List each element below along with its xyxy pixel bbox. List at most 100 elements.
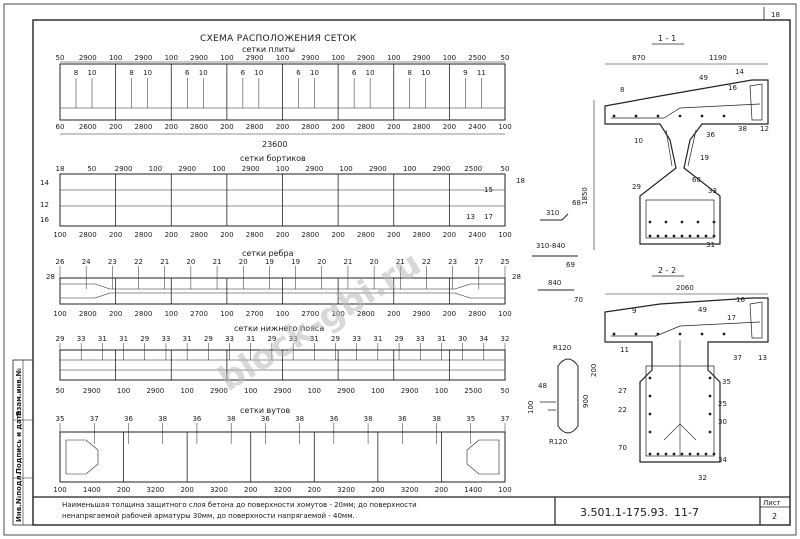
rib-panels bbox=[115, 278, 450, 304]
plate-top-dim-1: 2900 bbox=[79, 54, 97, 62]
plate-top-dim-8: 100 bbox=[276, 54, 289, 62]
plate-top-dim-13: 2900 bbox=[413, 54, 431, 62]
s2-mark-25: 25 bbox=[718, 400, 727, 408]
loop-radius-top: R120 bbox=[553, 344, 571, 352]
sides-left-mark-14: 14 bbox=[40, 179, 49, 187]
haunches-title: сетки вутов bbox=[240, 406, 291, 415]
sides-top-dim-0: 18 bbox=[56, 165, 65, 173]
sides-right-mark-18: 18 bbox=[516, 177, 525, 185]
plate-bottom-dim-0: 60 bbox=[56, 123, 65, 131]
scheme-title: СХЕМА РАСПОЛОЖЕНИЯ СЕТОК bbox=[200, 34, 357, 44]
s1-mark-14: 14 bbox=[735, 68, 744, 76]
sides-top-dim-9: 100 bbox=[339, 165, 352, 173]
sides-bottom-dim-9: 2800 bbox=[301, 231, 319, 239]
section-1-dim-1850: 1850 bbox=[581, 187, 589, 205]
rib-top-mark-10: 20 bbox=[317, 258, 326, 266]
belt-bottom-dim-11: 2900 bbox=[401, 387, 419, 395]
haunch-outline bbox=[59, 431, 506, 483]
s2-mark-27: 27 bbox=[618, 387, 627, 395]
loop-shape bbox=[557, 358, 579, 434]
rib-top-mark-6: 21 bbox=[213, 258, 222, 266]
haunch-top-mark-7: 38 bbox=[295, 415, 304, 423]
haunch-bottom-dim-4: 200 bbox=[180, 486, 193, 494]
belt-top-mark-14: 33 bbox=[352, 335, 361, 343]
sides-top-dim-12: 2900 bbox=[433, 165, 451, 173]
sides-right-mark-17: 17 bbox=[484, 213, 493, 221]
rib-top-mark-15: 23 bbox=[448, 258, 457, 266]
loop-dim-100: 100 bbox=[527, 401, 535, 414]
sides-bottom-dim-14: 200 bbox=[443, 231, 456, 239]
haunch-bottom-dim-11: 3200 bbox=[401, 486, 419, 494]
note-line-2: ненапрягаемой рабочей арматуры 30мм, до … bbox=[62, 512, 355, 520]
plate-mark-9: 10 bbox=[310, 69, 319, 77]
rib-bottom-dim-4: 100 bbox=[165, 310, 178, 318]
sides-top-dim-8: 2900 bbox=[305, 165, 323, 173]
belt-bottom-dim-12: 100 bbox=[435, 387, 448, 395]
loop-dim-200: 200 bbox=[590, 364, 598, 377]
belt-panels bbox=[115, 350, 450, 380]
s2-bar-17 bbox=[612, 332, 616, 336]
rib-top-mark-14: 22 bbox=[422, 258, 431, 266]
s2-bar-5 bbox=[688, 452, 692, 456]
sides-top-dim-1: 50 bbox=[87, 165, 96, 173]
s1-mark-36: 36 bbox=[706, 131, 715, 139]
s1-mark-33: 33 bbox=[708, 187, 717, 195]
belt-top-mark-6: 31 bbox=[183, 335, 192, 343]
belt-bottom-dim-0: 50 bbox=[56, 387, 65, 395]
s1-bar-11 bbox=[680, 220, 684, 224]
belt-top-mark-9: 31 bbox=[246, 335, 255, 343]
bottom-belt-title: сетки нижнего пояса bbox=[234, 324, 324, 333]
s1-bar-12 bbox=[696, 220, 700, 224]
plate-top-dim-14: 100 bbox=[443, 54, 456, 62]
sides-bottom-dim-10: 200 bbox=[331, 231, 344, 239]
s1-bar-9 bbox=[648, 220, 652, 224]
rib-top-mark-16: 27 bbox=[474, 258, 483, 266]
sides-top-dim-6: 2900 bbox=[242, 165, 260, 173]
section-1-1: 1 - 1 870 1190 1850 49 14 16 8 38 12 10 … bbox=[581, 34, 769, 250]
sides-top-dim-14: 50 bbox=[501, 165, 510, 173]
sheet-number: 2 bbox=[772, 512, 777, 521]
sides-bottom-dim-13: 2800 bbox=[413, 231, 431, 239]
plate-total-length: 23600 bbox=[262, 140, 287, 149]
belt-bottom-dim-8: 100 bbox=[308, 387, 321, 395]
belt-bottom-dim-9: 2900 bbox=[337, 387, 355, 395]
haunch-bottom-dim-6: 200 bbox=[244, 486, 257, 494]
s2-mark-70: 70 bbox=[618, 444, 627, 452]
sides-bottom-dim-0: 100 bbox=[53, 231, 66, 239]
s1-bar-6 bbox=[696, 234, 700, 238]
belt-bottom-dim-2: 100 bbox=[117, 387, 130, 395]
s2-mark-35: 35 bbox=[722, 378, 731, 386]
section-2-dim-2060: 2060 bbox=[676, 284, 694, 292]
belt-top-mark-21: 32 bbox=[501, 335, 510, 343]
belt-bottom-dim-10: 100 bbox=[371, 387, 384, 395]
belt-top-mark-13: 29 bbox=[331, 335, 340, 343]
haunch-bottom-dim-14: 100 bbox=[498, 486, 511, 494]
plate-mark-13: 10 bbox=[421, 69, 430, 77]
rib-title: сетки ребра bbox=[242, 249, 294, 258]
s1-mark-49: 49 bbox=[699, 74, 708, 82]
s1-mark-10: 10 bbox=[634, 137, 643, 145]
s2-bar-6 bbox=[696, 452, 700, 456]
haunch-bottom-dim-3: 3200 bbox=[146, 486, 164, 494]
plate-bottom-dim-8: 200 bbox=[276, 123, 289, 131]
rib-end-mark-left: 28 bbox=[46, 273, 55, 281]
plate-top-dim-11: 2900 bbox=[357, 54, 375, 62]
s1-mark-31: 31 bbox=[706, 241, 715, 249]
detail-70-mark: 70 bbox=[574, 296, 583, 304]
sides-bottom-dim-3: 2800 bbox=[135, 231, 153, 239]
haunch-top-mark-0: 35 bbox=[56, 415, 65, 423]
haunch-top-mark-4: 36 bbox=[192, 415, 201, 423]
sides-right-mark-13: 13 bbox=[466, 213, 475, 221]
plate-bottom-dim-15: 2400 bbox=[468, 123, 486, 131]
s2-bar-0 bbox=[648, 452, 652, 456]
sides-bottom-dim-8: 200 bbox=[276, 231, 289, 239]
belt-top-mark-11: 33 bbox=[289, 335, 298, 343]
s2-mark-22: 22 bbox=[618, 406, 627, 414]
plate-bottom-dim-3: 2800 bbox=[135, 123, 153, 131]
side-label-inventory: Инв.№подл. bbox=[15, 473, 23, 522]
